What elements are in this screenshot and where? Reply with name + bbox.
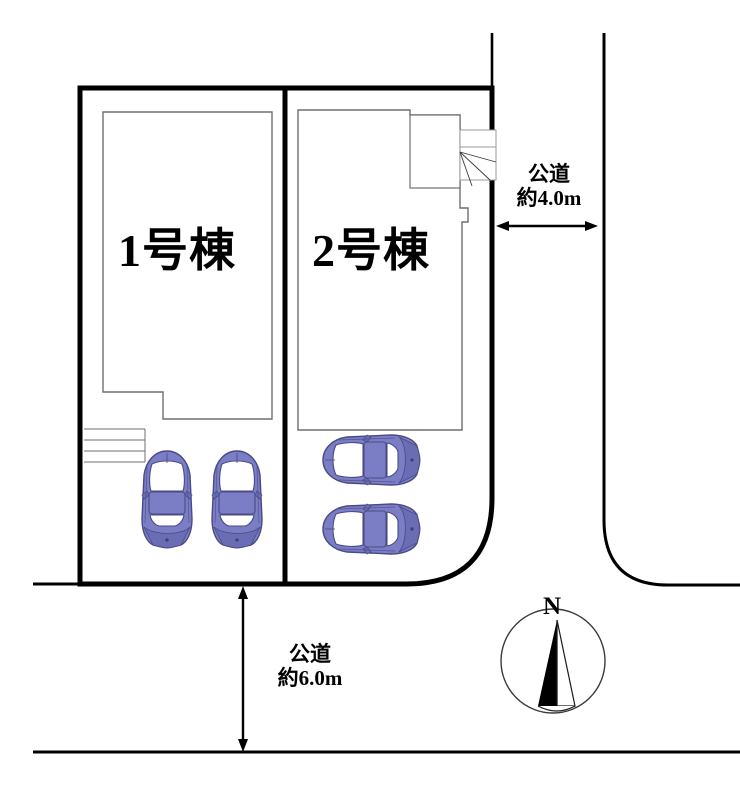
building-2-porch bbox=[409, 114, 461, 189]
compass-needle-base bbox=[537, 705, 576, 712]
parcel-outline bbox=[77, 85, 495, 587]
car-lot-2-bottom bbox=[322, 503, 421, 555]
building-1-entrance-steps bbox=[84, 428, 146, 463]
road-south-type-label: 公道 bbox=[289, 642, 331, 666]
dimension-arrow-south-road bbox=[238, 586, 248, 752]
building-2-footprint bbox=[297, 109, 497, 431]
road-label-east: 公道 約4.0m bbox=[497, 162, 601, 210]
road-boundary-lines bbox=[33, 33, 740, 754]
compass-needle-dark bbox=[538, 620, 557, 706]
parking-lot-2 bbox=[322, 434, 421, 555]
car-lot-1-left bbox=[141, 450, 193, 549]
car-lot-1-right bbox=[211, 450, 263, 549]
building-2-approach-pad bbox=[459, 129, 497, 181]
road-east-outer-edge bbox=[602, 33, 740, 587]
road-east-type-label: 公道 bbox=[528, 162, 570, 186]
road-label-south: 公道 約6.0m bbox=[258, 642, 362, 690]
compass-north-label: N bbox=[543, 593, 562, 620]
building-1-footprint bbox=[84, 111, 273, 463]
lot-label-1: 1号棟 bbox=[118, 225, 236, 276]
dimension-arrow-east-road bbox=[496, 221, 598, 231]
parking-lot-1 bbox=[141, 450, 263, 549]
road-east-width-label: 約4.0m bbox=[516, 185, 582, 210]
lot-boundary bbox=[77, 85, 495, 587]
building-2-entrance-fan bbox=[459, 151, 497, 187]
road-south-width-label: 約6.0m bbox=[277, 665, 343, 690]
car-lot-2-top bbox=[322, 434, 421, 486]
compass-rose bbox=[500, 608, 606, 714]
lot-label-2: 2号棟 bbox=[312, 225, 430, 276]
